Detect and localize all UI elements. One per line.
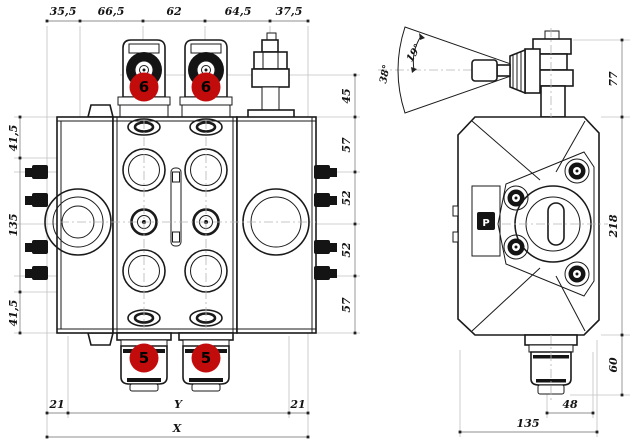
marker-number: 5 (139, 349, 149, 367)
dim-bottom-21-left: 21 (48, 398, 64, 411)
port-marker-bottom-2: 5 (191, 343, 221, 373)
dimensions-front: 35,5 66,5 62 64,5 37,5 41,5 135 41,5 45 … (7, 5, 357, 439)
dim-right-3: 52 (340, 190, 353, 206)
dim-side-48: 48 (562, 398, 578, 411)
dim-side-135: 135 (517, 417, 540, 430)
dim-left-2: 135 (7, 214, 20, 237)
dim-right-2: 57 (340, 137, 353, 153)
side-centerlines (502, 28, 608, 402)
valve-body-front (44, 104, 317, 346)
control-lever (471, 30, 574, 118)
dim-right-4: 52 (340, 242, 353, 258)
dim-top-5: 37,5 (276, 5, 303, 18)
section-1-ports (122, 118, 166, 327)
side-bolts-right (314, 165, 337, 280)
valve-body-side: P (452, 116, 600, 336)
marker-circle (191, 343, 221, 373)
dim-side-60: 60 (607, 357, 620, 373)
front-view (25, 32, 337, 392)
marker-number: 5 (201, 349, 211, 367)
dim-right-1: 45 (340, 88, 353, 103)
p-port: P (477, 212, 495, 230)
marker-number: 6 (201, 78, 211, 96)
marker-circle (191, 72, 221, 102)
front-centerlines (60, 120, 316, 330)
dim-bottom-x: X (172, 422, 182, 435)
dim-left-1: 41,5 (7, 125, 20, 152)
port-marker-bottom-1: 5 (129, 343, 159, 373)
dim-right-5: 57 (340, 297, 353, 313)
marker-circle (129, 72, 159, 102)
side-view: P (452, 28, 608, 402)
dim-left-3: 41,5 (7, 300, 20, 327)
port-marker-top-1: 6 (129, 72, 159, 102)
dimensions-side: 77 218 60 48 135 38° 19° (378, 38, 624, 434)
marker-circle (129, 343, 159, 373)
dim-top-2: 66,5 (98, 5, 125, 18)
p-port-label: P (482, 218, 489, 229)
side-view-bolts (503, 158, 590, 287)
port-markers: 6 6 5 5 (129, 72, 221, 373)
dim-side-218: 218 (607, 214, 620, 238)
dim-side-77: 77 (607, 71, 620, 87)
dim-top-3: 62 (166, 5, 182, 18)
dim-top-1: 35,5 (50, 5, 77, 18)
port-marker-top-2: 6 (191, 72, 221, 102)
marker-number: 6 (139, 78, 149, 96)
side-bolts-left (25, 165, 48, 280)
dim-angle-38: 38° (378, 64, 393, 85)
dim-angle-19: 19° (405, 42, 424, 64)
dim-bottom-21-right: 21 (289, 398, 305, 411)
relief-valve (247, 32, 295, 119)
dim-bottom-y: Y (174, 398, 183, 411)
dim-top-4: 64,5 (225, 5, 252, 18)
